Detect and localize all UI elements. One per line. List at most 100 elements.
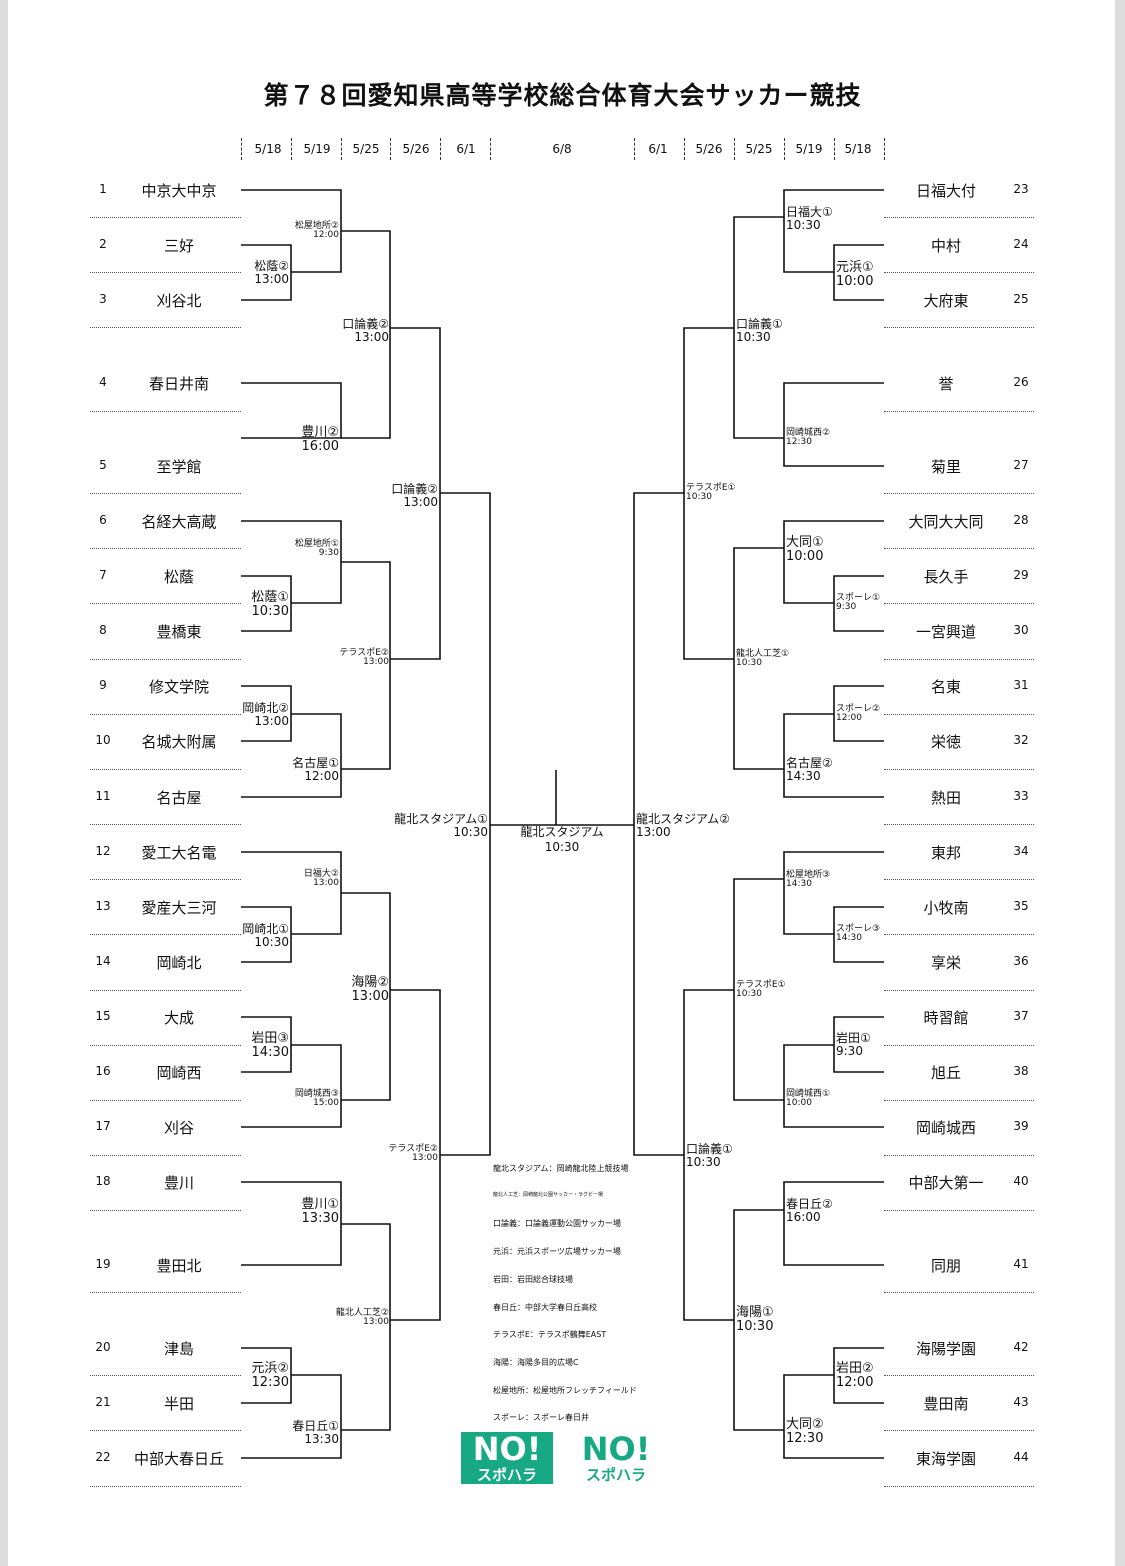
date-header-right: 5/26 bbox=[695, 142, 723, 156]
match-time: 13:00 bbox=[254, 713, 289, 728]
team-seed-number: 44 bbox=[1013, 1450, 1029, 1464]
match-venue: テラスポE① bbox=[686, 483, 736, 493]
row-divider bbox=[90, 217, 241, 218]
team-seed-number: 9 bbox=[99, 678, 107, 692]
team-seed-number: 22 bbox=[95, 1450, 111, 1464]
row-divider bbox=[884, 217, 1034, 218]
team-seed-number: 32 bbox=[1013, 733, 1029, 747]
team-seed-number: 42 bbox=[1013, 1340, 1029, 1354]
row-divider bbox=[90, 990, 241, 991]
team-name: 中部大第一 bbox=[908, 1174, 984, 1192]
match-venue: 龍北人工芝② bbox=[335, 1308, 389, 1318]
team-seed-number: 8 bbox=[99, 623, 107, 637]
team-seed-number: 34 bbox=[1013, 844, 1029, 858]
legend-entry: 龍北人工芝：岡崎龍北公園サッカー・ラグビー場 bbox=[493, 1192, 604, 1198]
legend-entry: スポーレ：スポーレ春日井 bbox=[493, 1413, 589, 1422]
team-seed-number: 31 bbox=[1013, 678, 1029, 692]
team-name: 三好 bbox=[163, 237, 194, 255]
row-divider bbox=[884, 879, 1034, 880]
match-time: 10:30 bbox=[736, 658, 762, 669]
final-match-label: 龍北スタジアム 10:30 bbox=[520, 825, 604, 854]
team-seed-number: 4 bbox=[99, 375, 107, 389]
team-seed-number: 3 bbox=[99, 292, 107, 306]
team-name: 名古屋 bbox=[156, 789, 202, 807]
date-header-right: 5/25 bbox=[745, 142, 773, 156]
date-header-separator bbox=[784, 138, 785, 160]
team-name: 一宮興道 bbox=[915, 623, 976, 641]
row-divider bbox=[884, 769, 1034, 770]
legend-entry: 松屋地所：松屋地所フレッチフィールド bbox=[493, 1386, 637, 1395]
team-name: 同朋 bbox=[930, 1257, 961, 1275]
team-name: 岡崎北 bbox=[156, 954, 202, 972]
team-seed-number: 26 bbox=[1013, 375, 1029, 389]
match-time: 14:30 bbox=[786, 879, 812, 890]
match-time: 12:00 bbox=[836, 713, 862, 724]
date-header-separator bbox=[684, 138, 685, 160]
page-title: 第７８回愛知県高等学校総合体育大会サッカー競技 bbox=[263, 81, 862, 110]
team-name: 誉 bbox=[938, 375, 954, 393]
team-name: 名経大高蔵 bbox=[141, 513, 217, 531]
team-name: 旭丘 bbox=[930, 1064, 961, 1082]
team-seed-number: 10 bbox=[95, 733, 111, 747]
team-name: 大成 bbox=[163, 1009, 194, 1027]
date-header-left: 5/18 bbox=[254, 142, 282, 156]
legend-entry: 龍北スタジアム：岡崎龍北陸上競技場 bbox=[493, 1164, 629, 1173]
match-time: 16:00 bbox=[301, 438, 339, 454]
match-venue: 龍北スタジアム① bbox=[394, 812, 488, 826]
date-header-separator bbox=[291, 138, 292, 160]
match-time: 13:30 bbox=[301, 1210, 339, 1226]
team-seed-number: 2 bbox=[99, 237, 107, 251]
match-venue: 名古屋② bbox=[786, 756, 833, 770]
match-time: 10:30 bbox=[736, 329, 771, 344]
team-name: 菊里 bbox=[930, 458, 961, 476]
match-venue: 日福大② bbox=[303, 869, 339, 879]
team-name: 小牧南 bbox=[923, 899, 969, 917]
date-header-final: 6/8 bbox=[552, 142, 572, 156]
match-venue: 岩田② bbox=[836, 1361, 874, 1376]
team-seed-number: 30 bbox=[1013, 623, 1029, 637]
row-divider bbox=[884, 603, 1034, 604]
match-venue: テラスポE② bbox=[388, 1144, 438, 1154]
match-venue: 春日丘② bbox=[786, 1197, 833, 1211]
row-divider bbox=[90, 714, 241, 715]
date-header-separator bbox=[734, 138, 735, 160]
team-seed-number: 15 bbox=[95, 1009, 111, 1023]
match-venue: 松屋地所③ bbox=[786, 870, 831, 880]
team-seed-number: 33 bbox=[1013, 789, 1029, 803]
match-venue: 岡崎城西② bbox=[786, 428, 831, 438]
match-time: 13:00 bbox=[412, 1153, 438, 1164]
row-divider bbox=[90, 1292, 241, 1293]
match-venue: 岩田③ bbox=[251, 1031, 289, 1046]
match-time: 10:30 bbox=[686, 492, 712, 503]
team-seed-number: 25 bbox=[1013, 292, 1029, 306]
row-divider bbox=[884, 1375, 1034, 1376]
team-seed-number: 28 bbox=[1013, 513, 1029, 527]
match-time: 10:30 bbox=[453, 824, 488, 839]
team-seed-number: 37 bbox=[1013, 1009, 1029, 1023]
match-time: 13:00 bbox=[363, 1317, 389, 1328]
row-divider bbox=[884, 272, 1034, 273]
row-divider bbox=[90, 1100, 241, 1101]
team-name: 中京大中京 bbox=[141, 182, 217, 200]
team-seed-number: 16 bbox=[95, 1064, 111, 1078]
team-name: 岡崎西 bbox=[156, 1064, 202, 1082]
match-venue: 大同② bbox=[786, 1417, 824, 1432]
team-name: 名城大附属 bbox=[141, 733, 217, 751]
